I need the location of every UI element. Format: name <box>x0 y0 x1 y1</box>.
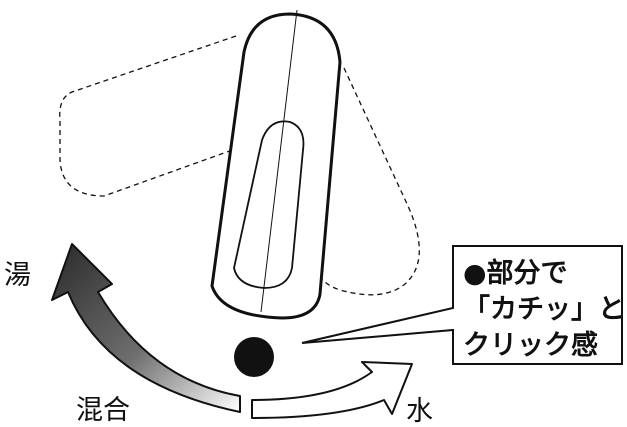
hot-direction-arrow <box>51 243 241 413</box>
lever-grip-recess <box>233 120 305 289</box>
lever-ghost-left <box>59 35 239 197</box>
callout-box <box>301 245 623 365</box>
callout-text: ●部分で 「カチッ」と クリック感 <box>463 256 625 364</box>
callout-line-2: 「カチッ」と <box>463 294 625 325</box>
callout-line-3: クリック感 <box>463 330 598 361</box>
cold-water-label: 水 <box>406 396 433 427</box>
callout-line-1: ●部分で <box>463 258 568 289</box>
lever-center-line <box>260 9 298 313</box>
lever-ghost-right <box>317 67 420 296</box>
lever-handle <box>210 12 342 320</box>
hot-water-label: 湯 <box>4 260 31 291</box>
cold-direction-arrow <box>251 361 413 419</box>
mixed-water-label: 混合 <box>76 395 130 426</box>
click-point-dot <box>234 337 274 377</box>
